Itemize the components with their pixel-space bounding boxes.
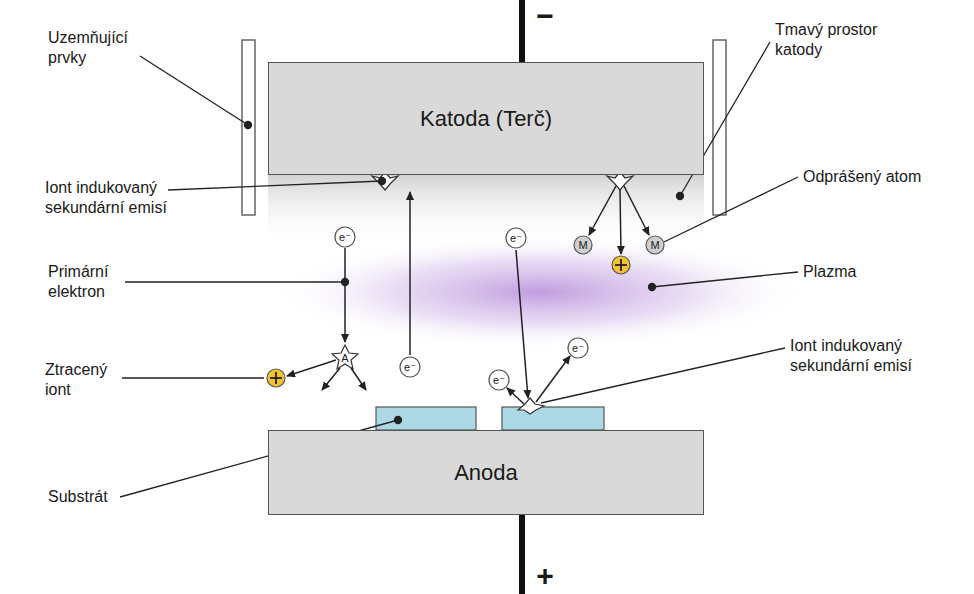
part-label: Ztracený iont <box>45 360 125 400</box>
sputter-arrow <box>624 186 649 235</box>
part-label: Substrát <box>48 487 168 507</box>
secondary-electron-arrow <box>507 388 524 404</box>
illustration-part <box>664 177 798 242</box>
ion-arrow <box>409 192 411 355</box>
substrate <box>376 407 476 430</box>
illustration-part <box>379 178 386 185</box>
polarity-sign: + <box>536 561 554 591</box>
particle-letter: e⁻ <box>510 232 522 244</box>
ion-symbol <box>267 369 285 387</box>
anode-terminal <box>519 515 525 594</box>
electron-circle <box>335 227 355 247</box>
part-label: Tmavý prostor katody <box>775 20 925 60</box>
scatter-arrow <box>322 368 340 390</box>
electron-arrow <box>516 250 528 398</box>
illustration-part <box>612 256 630 274</box>
part-label: Plazma <box>803 262 923 282</box>
box-title: Anoda <box>454 460 518 486</box>
particle-letter: M <box>578 239 587 251</box>
sputter-arrow <box>620 190 621 254</box>
plasma-cloud <box>270 234 810 350</box>
part-label: Primární elektron <box>48 262 128 302</box>
part-label: Uzemňující prvky <box>48 28 168 68</box>
particle-letter: e⁻ <box>404 361 416 373</box>
polarity-sign: − <box>536 1 554 31</box>
illustration-part <box>275 372 277 384</box>
cathode-terminal <box>519 0 525 62</box>
electron-circle <box>506 228 526 248</box>
illustration-part <box>245 122 252 129</box>
illustration-part <box>649 284 656 291</box>
electron-circle <box>489 370 509 390</box>
anode-box: Anoda <box>268 430 704 515</box>
dark-space <box>268 175 704 245</box>
illustration-part <box>395 417 402 424</box>
cathode-target-box: Katoda (Terč) <box>268 62 704 175</box>
illustration-part <box>652 272 798 287</box>
illustration-part <box>677 193 684 200</box>
particle-letter: e⁻ <box>572 342 584 354</box>
ion-symbol <box>612 256 630 274</box>
primary-electron-arrow <box>344 248 346 342</box>
part-label: Iont indukovaný sekundární emisí <box>790 336 960 376</box>
lost-ion-arrow <box>287 360 336 376</box>
box-title: Katoda (Terč) <box>420 106 552 132</box>
illustration-part <box>342 279 349 286</box>
illustration-part <box>168 181 382 190</box>
illustration-part <box>140 56 248 125</box>
particle-letter: A <box>341 352 348 364</box>
impact-star <box>518 398 544 414</box>
secondary-electron-arrow <box>536 356 570 402</box>
illustration-part <box>541 348 785 403</box>
leader-lines <box>120 42 798 497</box>
particle-letter: M <box>650 239 659 251</box>
particle-letter: e⁻ <box>493 374 505 386</box>
scatter-arrow <box>351 368 366 390</box>
gas-atom-star <box>332 345 358 369</box>
metal-atom-circle <box>646 236 664 254</box>
illustration-part <box>122 377 264 378</box>
illustration-part <box>620 259 622 271</box>
electron-circle <box>568 338 588 358</box>
part-label: Odprášený atom <box>803 167 963 187</box>
grounding-element <box>242 40 255 215</box>
illustration-part <box>125 281 345 282</box>
part-label: Iont indukovaný sekundární emisí <box>45 178 215 218</box>
illustration-part <box>267 369 285 387</box>
electron-circle <box>400 357 420 377</box>
metal-atom-circle <box>574 236 592 254</box>
particle-letter: e⁻ <box>339 231 351 243</box>
sputter-arrow <box>589 186 616 235</box>
